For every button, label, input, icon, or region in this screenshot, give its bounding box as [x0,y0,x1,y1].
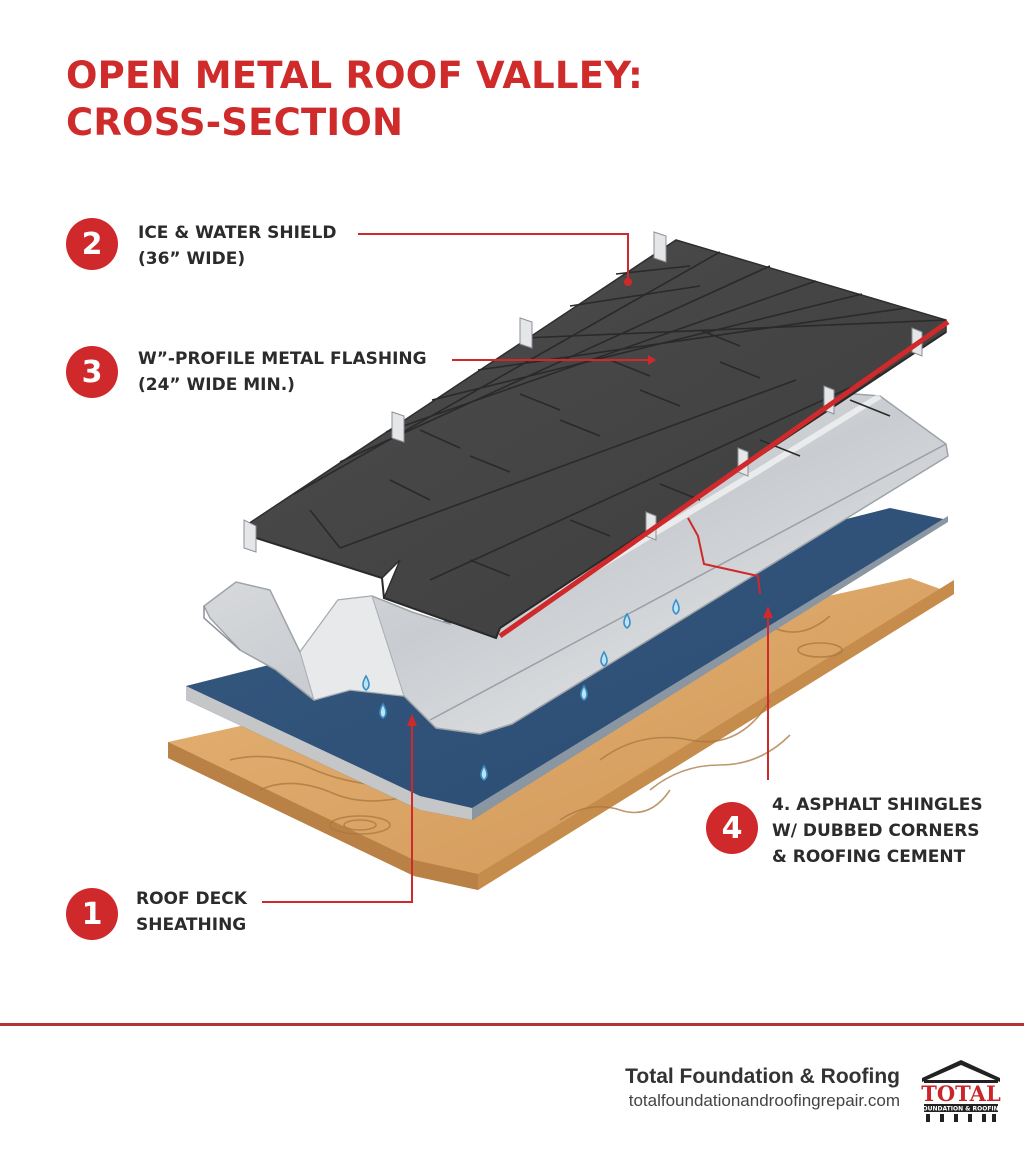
title-line-1: OPEN METAL ROOF VALLEY: [66,54,643,97]
callout-badge-2: 2 [66,218,118,270]
water-droplets [362,598,680,781]
company-logo: TOTAL FOUNDATION & ROOFING [918,1060,1004,1122]
callout-label-line: ICE & WATER SHIELD [138,223,337,243]
water-drop-icon [580,684,588,701]
callout-label-line: & ROOFING CEMENT [772,847,966,867]
asphalt-shingles [243,231,950,640]
callout-label-line: W”-PROFILE METAL FLASHING [138,349,427,369]
water-drop-icon [623,612,631,629]
logo-wordmark: TOTAL [921,1081,1001,1106]
callout-label-line: ROOF DECK [136,889,247,909]
company-info: Total Foundation & Roofing totalfoundati… [625,1064,900,1112]
water-drop-icon [480,764,488,781]
callout-label-asphalt-shingles: 4. ASPHALT SHINGLES W/ DUBBED CORNERS & … [772,792,983,870]
callout-badge-1: 1 [66,888,118,940]
callout-label-line: (36” WIDE) [138,249,246,269]
water-drop-icon [379,702,387,719]
callout-label-ice-water-shield: ICE & WATER SHIELD (36” WIDE) [138,220,336,272]
valley-cross-section-illustration [168,231,954,903]
company-name: Total Foundation & Roofing [625,1065,900,1088]
callout-badge-3: 3 [66,346,118,398]
water-drop-icon [600,650,608,667]
callout-badge-4: 4 [706,802,758,854]
callout-label-line: W/ DUBBED CORNERS [772,821,980,841]
leader-line-shingle-cut [687,517,761,595]
title-line-2: CROSS-SECTION [66,101,404,144]
water-drop-icon [362,674,370,691]
shingle-nail-clips [243,231,923,553]
water-drop-icon [672,598,680,615]
callout-label-line: SHEATHING [136,915,247,935]
callout-label-metal-flashing: W”-PROFILE METAL FLASHING (24” WIDE MIN.… [138,346,427,398]
roofing-cement-bead [498,319,950,639]
footer-divider [0,1023,1024,1026]
logo-subtext: FOUNDATION & ROOFING [918,1106,1003,1113]
diagram-title: OPEN METAL ROOF VALLEY: CROSS-SECTION [66,52,643,146]
leader-line-ice-water-shield [358,233,629,282]
callout-label-line: 4. ASPHALT SHINGLES [772,795,983,815]
company-url: totalfoundationandroofingrepair.com [628,1091,900,1110]
callout-label-roof-deck: ROOF DECK SHEATHING [136,886,247,938]
callout-label-line: (24” WIDE MIN.) [138,375,295,395]
leader-line-roof-deck [262,718,413,903]
leader-lines [262,233,773,903]
